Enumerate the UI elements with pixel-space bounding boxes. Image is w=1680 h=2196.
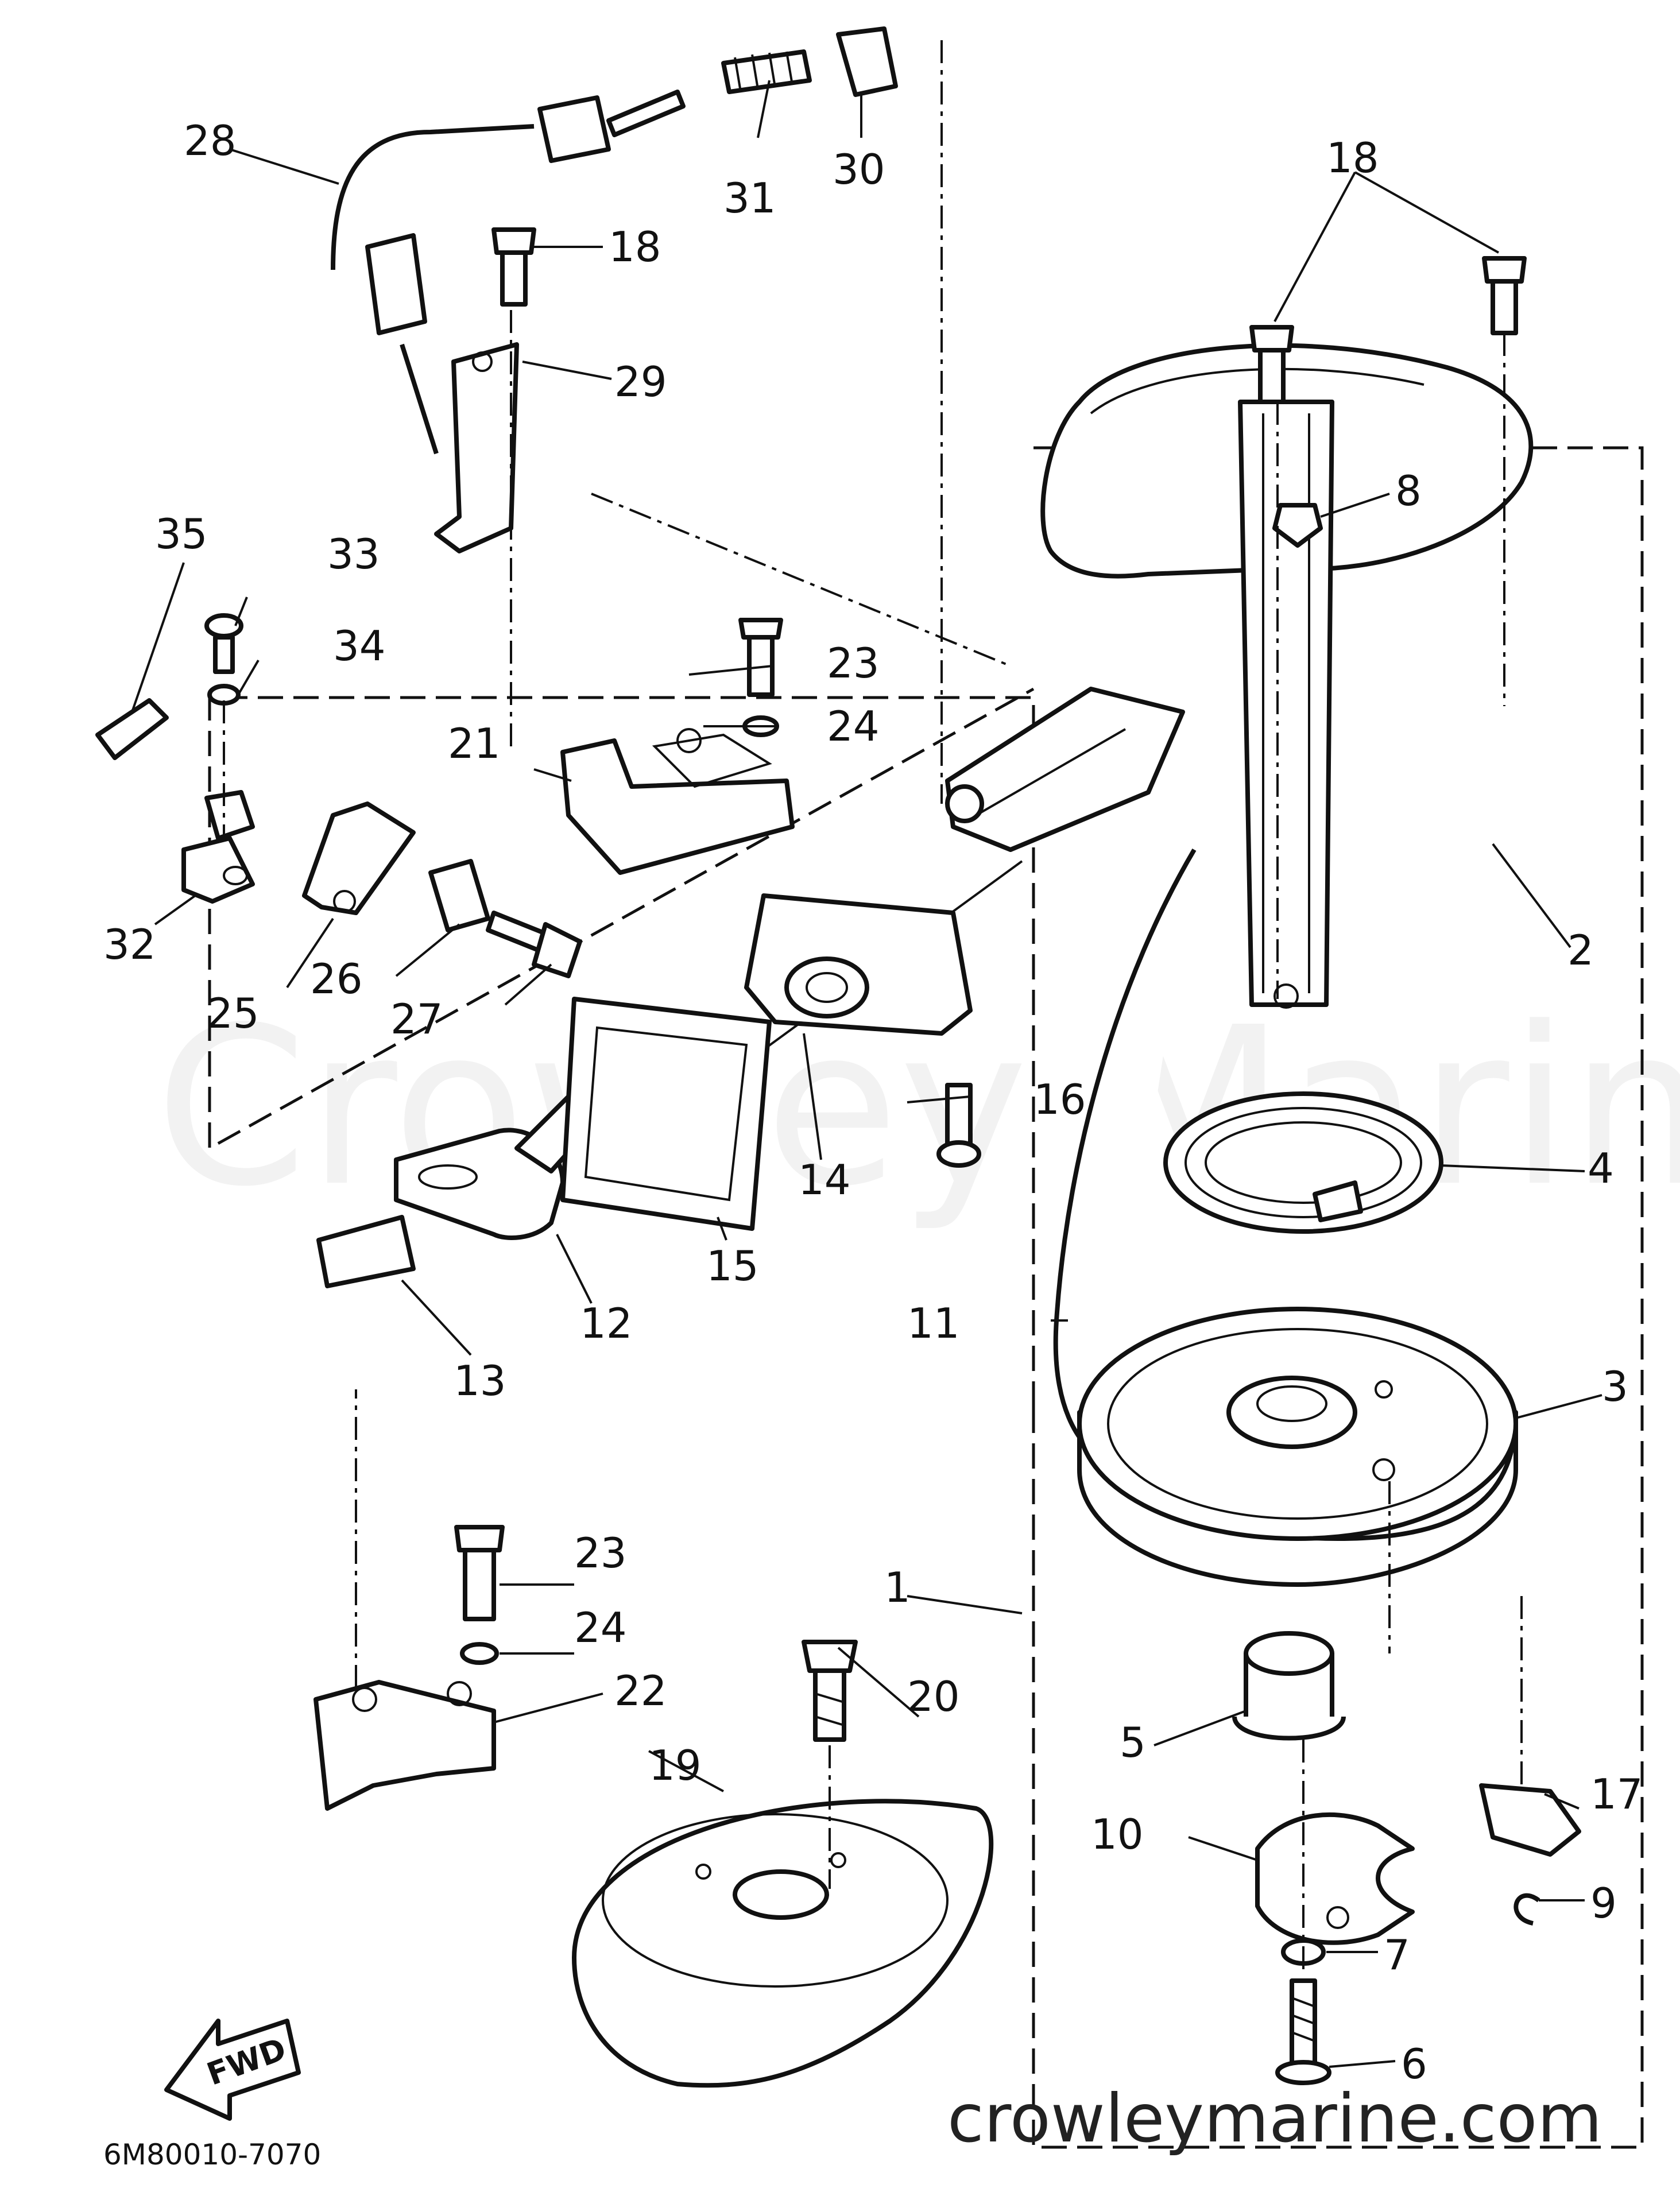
callout-9: 9 [1590, 1879, 1617, 1927]
choke-cable [331, 90, 686, 455]
washer-24-lower [460, 1642, 499, 1665]
callout-24a: 24 [827, 702, 880, 750]
bolt-18-right-b [1482, 256, 1527, 335]
callout-23a: 23 [827, 639, 880, 687]
callout-30: 30 [833, 145, 885, 193]
bolt-20 [802, 1640, 858, 1742]
callout-labels: 1 2 3 4 5 6 7 8 9 10 11 12 13 14 15 16 1… [103, 117, 1643, 2088]
callout-25: 25 [207, 989, 260, 1037]
screw-33 [204, 613, 243, 674]
rope-guide [560, 997, 772, 1231]
callout-17: 17 [1590, 1770, 1643, 1818]
callout-29: 29 [614, 358, 667, 406]
callout-19: 19 [649, 1741, 702, 1790]
bracket-29 [434, 342, 519, 553]
callout-24b: 24 [574, 1604, 627, 1652]
lever-25 [302, 801, 416, 915]
bolt-18-right-a [1249, 325, 1294, 404]
drive-plate [1232, 1631, 1346, 1741]
bracket-22 [313, 1680, 496, 1811]
knob-32 [181, 790, 255, 904]
bolt-23-upper [738, 618, 783, 697]
bolt-18-top [491, 227, 536, 307]
callout-20: 20 [907, 1672, 960, 1721]
callout-1: 1 [884, 1563, 911, 1612]
callout-4: 4 [1588, 1144, 1614, 1192]
callout-13: 13 [454, 1357, 506, 1405]
callout-15: 15 [706, 1242, 759, 1290]
callout-31: 31 [723, 174, 776, 222]
callout-23b: 23 [574, 1529, 627, 1577]
bolt-27 [486, 911, 582, 978]
spring-31 [721, 49, 812, 94]
cover-plate [572, 1799, 994, 2088]
callout-3: 3 [1602, 1362, 1628, 1411]
collar-26 [428, 859, 490, 932]
spiral-spring [1163, 1091, 1443, 1234]
nut-8 [1272, 503, 1323, 548]
callout-34: 34 [333, 622, 386, 670]
callout-11: 11 [907, 1299, 960, 1347]
grommet-housing [744, 893, 973, 1036]
cap-30 [836, 26, 898, 97]
starter-case [945, 343, 1534, 1009]
callout-5: 5 [1120, 1718, 1146, 1767]
callout-8: 8 [1395, 467, 1422, 515]
alignment-lines [223, 40, 1523, 1975]
leader-lines [131, 80, 1602, 2068]
bolt-16 [936, 1083, 981, 1168]
callout-18a: 18 [609, 223, 661, 271]
handle-insert [316, 1215, 416, 1288]
callout-6: 6 [1401, 2040, 1427, 2088]
callout-26: 26 [310, 955, 363, 1003]
callout-10: 10 [1091, 1810, 1144, 1858]
callout-18b: 18 [1326, 134, 1379, 182]
bracket-21 [560, 728, 795, 875]
callout-7: 7 [1384, 1931, 1410, 1979]
callout-16: 16 [1033, 1075, 1086, 1124]
callout-14: 14 [798, 1156, 851, 1204]
callout-27: 27 [390, 995, 443, 1043]
callout-28: 28 [184, 117, 237, 165]
callout-33: 33 [327, 530, 380, 578]
circlip-9 [1513, 1893, 1540, 1926]
callout-35: 35 [155, 510, 208, 558]
callout-32: 32 [103, 920, 156, 969]
fwd-arrow: FWD [164, 2019, 301, 2121]
bolt-23-lower [454, 1525, 505, 1621]
callout-12: 12 [580, 1299, 633, 1347]
sheave-drum [1077, 1307, 1518, 1587]
callout-22: 22 [614, 1667, 667, 1715]
drawing-code: 6M80010-7070 [103, 2138, 321, 2171]
bolt-6 [1275, 1978, 1331, 2085]
site-url[interactable]: crowleymarine.com [947, 2080, 1602, 2158]
callout-2: 2 [1567, 926, 1594, 974]
callout-21: 21 [448, 719, 501, 768]
